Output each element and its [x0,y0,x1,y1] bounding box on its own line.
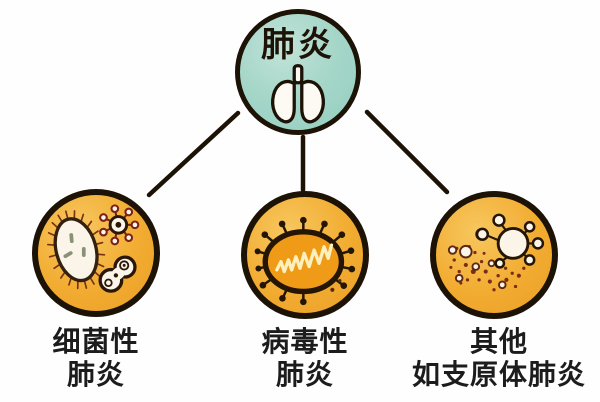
label-other-pneumonia: 其他 如支原体肺炎 [396,325,600,391]
node-viral-pneumonia [241,191,369,319]
label-bacterial-line2: 肺炎 [66,359,125,390]
lungs-icon [265,64,331,131]
virus-icon [254,216,356,306]
connector-left [146,110,241,198]
label-other-line1: 其他 [469,326,528,357]
label-viral-line1: 病毒性 [261,326,349,357]
connector-right [364,109,450,195]
label-viral-pneumonia: 病毒性 肺炎 [225,325,385,391]
label-bacterial-pneumonia: 细菌性 肺炎 [12,325,180,391]
node-other-pneumonia [430,191,558,319]
label-viral-line2: 肺炎 [275,359,334,390]
label-bacterial-line1: 细菌性 [52,326,140,357]
label-other-line2: 如支原体肺炎 [411,359,586,390]
root-node-label: 肺炎 [261,26,335,64]
node-bacterial-pneumonia [32,189,160,317]
mycoplasma-dots-icon [447,213,545,292]
root-node-pneumonia: 肺炎 [235,9,361,135]
bacteria-icon [46,204,140,293]
